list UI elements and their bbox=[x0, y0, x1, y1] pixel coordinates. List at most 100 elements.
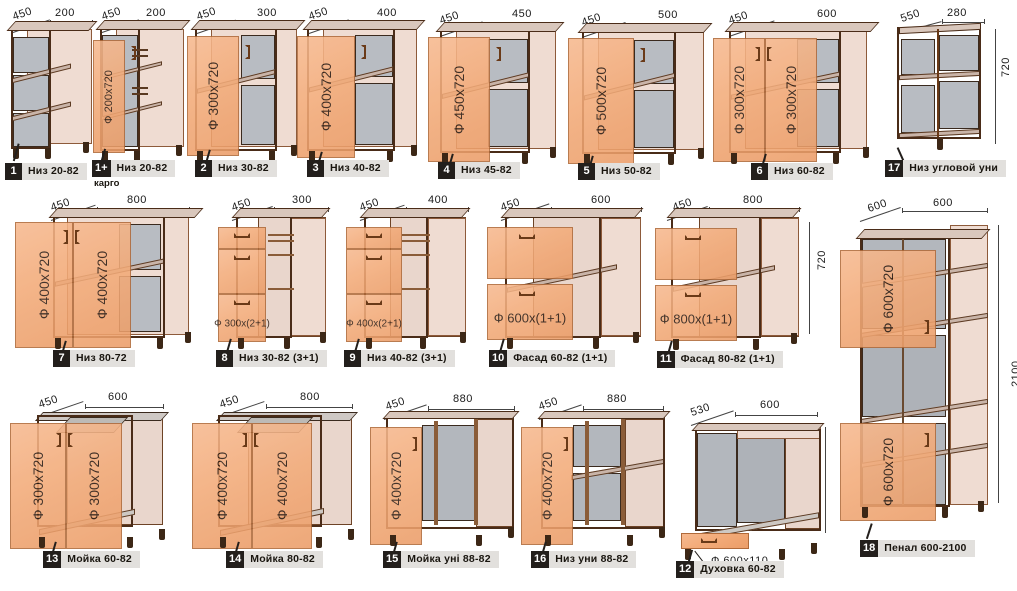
drawer-handle-bottom[interactable] bbox=[366, 300, 382, 305]
drawer-handle-lower[interactable] bbox=[685, 292, 701, 297]
facade-panel[interactable]: Ф 400х720 bbox=[297, 36, 355, 158]
badge-number: 11 bbox=[657, 351, 675, 368]
drawer-front-bottom[interactable]: Ф 400х(2+1) bbox=[346, 294, 402, 342]
door-handle-left[interactable] bbox=[63, 230, 68, 244]
item-badge-12[interactable]: 12 Духовка 60-82 bbox=[676, 561, 784, 578]
drawer-handle-lower[interactable] bbox=[519, 291, 535, 296]
facade-panel-right[interactable]: Ф 300х720 bbox=[66, 423, 122, 549]
item-badge-11[interactable]: 11 Фасад 80-82 (1+1) bbox=[657, 351, 783, 368]
door-handle-left[interactable] bbox=[242, 433, 247, 447]
cabinet-item-16[interactable]: 450 880 Ф 400х720 16 Низ уни 88-82 bbox=[515, 385, 695, 585]
drawer-front-bottom[interactable]: Ф 300х(2+1) bbox=[214, 294, 270, 342]
cabinet-item-2[interactable]: 450 300 Ф 300х720 2 Низ 30-82 bbox=[185, 5, 310, 185]
cabinet-item-17[interactable]: 550 280 720 17 Низ угловой уни bbox=[885, 5, 1017, 185]
cabinet-item-11[interactable]: 450 800 720 Ф 800х(1+1) 11 Фасад 80-82 (… bbox=[653, 192, 843, 377]
cabinet-item-8[interactable]: 450 300 Ф 300х(2+1) 8 Низ 30-82 (3+1) bbox=[212, 192, 337, 377]
drawer-handle-bottom[interactable] bbox=[234, 300, 250, 305]
door-handle-lower[interactable] bbox=[924, 433, 929, 447]
cabinet-foot bbox=[390, 535, 396, 546]
door-handle-right[interactable] bbox=[68, 433, 73, 447]
drawer-handle-mid[interactable] bbox=[234, 255, 250, 260]
door-handle-right[interactable] bbox=[254, 433, 259, 447]
door-handle[interactable] bbox=[496, 47, 501, 61]
dimension-tick bbox=[735, 412, 736, 417]
cabinet-item-12[interactable]: 530 600 Ф 600х110 12 Духовка 60-82 bbox=[675, 385, 865, 585]
cabinet-item-18[interactable]: 600 600 2100 Ф 600х720 Ф 600х720 18 Пена… bbox=[832, 195, 1017, 585]
cabinet-item-13[interactable]: 450 600 Ф 300х720 Ф 300х720 13 Мойка 60-… bbox=[5, 385, 185, 585]
facade-panel-left[interactable]: Ф 300х720 bbox=[713, 38, 765, 162]
badge-number: 5 bbox=[578, 163, 595, 180]
facade-panel[interactable]: Ф 400х720 bbox=[370, 427, 422, 545]
facade-panel-left[interactable]: Ф 300х720 bbox=[10, 423, 66, 549]
door-handle[interactable] bbox=[640, 48, 645, 62]
cabinet-item-5[interactable]: 450 500 Ф 500х720 5 Низ 50-82 bbox=[560, 5, 715, 185]
door-handle-right[interactable] bbox=[767, 47, 772, 61]
door-handle[interactable] bbox=[131, 46, 136, 60]
item-badge-18[interactable]: 18 Пенал 600-2100 bbox=[860, 540, 975, 557]
drawer-front-top[interactable] bbox=[346, 227, 402, 249]
drawer-handle-upper[interactable] bbox=[685, 235, 701, 240]
drawer-front-upper[interactable] bbox=[655, 228, 737, 280]
item-badge-4[interactable]: 4 Низ 45-82 bbox=[438, 162, 520, 179]
item-badge-9[interactable]: 9 Низ 40-82 (3+1) bbox=[344, 350, 455, 367]
item-badge-7[interactable]: 7 Низ 80-72 bbox=[53, 350, 135, 367]
drawer-front-upper[interactable] bbox=[487, 227, 573, 279]
drawer-front-mid[interactable] bbox=[346, 249, 402, 294]
cabinet-item-1plus[interactable]: 450 200 Ф 200х720 1+ Низ 20-82 карго bbox=[90, 5, 195, 190]
cabinet-item-6[interactable]: 450 600 Ф 300х720 Ф 300х720 6 Низ 60-82 bbox=[705, 5, 880, 185]
facade-panel-upper[interactable]: Ф 600х720 bbox=[840, 250, 936, 348]
item-badge-6[interactable]: 6 Низ 60-82 bbox=[751, 163, 833, 180]
item-badge-5[interactable]: 5 Низ 50-82 bbox=[578, 163, 660, 180]
facade-panel[interactable]: Ф 300х720 bbox=[187, 36, 239, 156]
facade-panel-lower[interactable]: Ф 600х720 bbox=[840, 423, 936, 521]
item-badge-10[interactable]: 10 Фасад 60-82 (1+1) bbox=[489, 350, 616, 367]
drawer-handle-upper[interactable] bbox=[519, 234, 535, 239]
drawer-front-top[interactable] bbox=[218, 227, 266, 249]
facade-panel[interactable]: Ф 400х720 bbox=[521, 427, 573, 545]
cabinet-item-4[interactable]: 450 450 Ф 450х720 4 Низ 45-82 bbox=[420, 5, 570, 185]
facade-panel[interactable]: Ф 500х720 bbox=[568, 38, 634, 164]
item-badge-2[interactable]: 2 Низ 30-82 bbox=[195, 160, 277, 177]
door-handle-right[interactable] bbox=[75, 230, 80, 244]
facade-panel-right[interactable]: Ф 400х720 bbox=[252, 423, 312, 549]
door-handle-upper[interactable] bbox=[924, 320, 929, 334]
item-badge-1plus[interactable]: 1+ Низ 20-82 карго bbox=[92, 160, 176, 189]
facade-panel[interactable]: Ф 200х720 bbox=[93, 40, 125, 153]
cabinet-item-9[interactable]: 450 400 Ф 400х(2+1) 9 Низ 40-82 (3+1) bbox=[340, 192, 480, 377]
drawer-handle-top[interactable] bbox=[234, 233, 250, 238]
cabinet-top bbox=[724, 22, 880, 32]
badge-label: Духовка 60-82 bbox=[694, 561, 784, 578]
door-handle[interactable] bbox=[563, 437, 568, 451]
cabinet-item-10[interactable]: 450 600 Ф 600х(1+1) 10 Фасад 60-82 (1+1) bbox=[483, 192, 653, 377]
door-handle-left[interactable] bbox=[56, 433, 61, 447]
door-handle[interactable] bbox=[245, 45, 250, 59]
oven-drawer-handle[interactable] bbox=[701, 538, 717, 543]
drawer-front-mid[interactable] bbox=[218, 249, 266, 294]
facade-panel-right[interactable]: Ф 300х720 bbox=[765, 38, 817, 162]
cabinet-item-15[interactable]: 450 880 Ф 400х720 15 Мойка уні 88-82 bbox=[350, 385, 535, 585]
item-badge-16[interactable]: 16 Низ уни 88-82 bbox=[531, 551, 637, 568]
item-badge-3[interactable]: 3 Низ 40-82 bbox=[307, 160, 389, 177]
facade-panel[interactable]: Ф 450х720 bbox=[428, 37, 490, 162]
facade-panel-right[interactable]: Ф 400х720 bbox=[73, 222, 131, 348]
item-badge-13[interactable]: 13 Мойка 60-82 bbox=[43, 551, 140, 568]
drawer-front-lower[interactable]: Ф 800х(1+1) bbox=[655, 285, 737, 341]
drawer-handle-mid[interactable] bbox=[366, 255, 382, 260]
item-badge-17[interactable]: 17 Низ угловой уни bbox=[885, 160, 1007, 177]
cabinet-item-1[interactable]: 450 200 1 Низ 20-82 bbox=[5, 5, 100, 180]
item-badge-14[interactable]: 14 Мойка 80-82 bbox=[226, 551, 323, 568]
item-badge-1[interactable]: 1 Низ 20-82 bbox=[5, 163, 87, 180]
door-handle[interactable] bbox=[361, 45, 366, 59]
door-handle-left[interactable] bbox=[755, 47, 760, 61]
item-badge-15[interactable]: 15 Мойка уні 88-82 bbox=[383, 551, 499, 568]
item-badge-8[interactable]: 8 Низ 30-82 (3+1) bbox=[216, 350, 327, 367]
cabinet-foot bbox=[545, 535, 551, 546]
cabinet-item-7[interactable]: 450 800 Ф 400х720 Ф 400х720 7 Низ 80-72 bbox=[5, 192, 205, 377]
door-handle[interactable] bbox=[412, 437, 417, 451]
facade-panel-left[interactable]: Ф 400х720 bbox=[192, 423, 252, 549]
badge-label: Мойка 80-82 bbox=[244, 551, 323, 568]
drawer-handle-top[interactable] bbox=[366, 233, 382, 238]
cabinet-item-14[interactable]: 450 800 Ф 400х720 Ф 400х720 14 Мойка 80-… bbox=[188, 385, 378, 585]
cabinet-item-3[interactable]: 450 400 Ф 400х720 3 Низ 40-82 bbox=[295, 5, 430, 185]
drawer-front-lower[interactable]: Ф 600х(1+1) bbox=[487, 284, 573, 340]
